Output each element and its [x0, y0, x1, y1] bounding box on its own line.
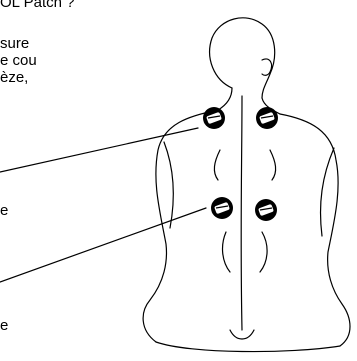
- ear-outline: [262, 59, 272, 75]
- callout-line-upper: [0, 128, 198, 172]
- neck-left: [218, 88, 232, 110]
- right-arm-line: [321, 148, 335, 236]
- right-waist: [260, 232, 267, 272]
- round-patch-icon: [211, 197, 233, 219]
- patch-group: [203, 107, 278, 221]
- round-patch-icon: [203, 107, 225, 129]
- spine-line: [241, 96, 242, 330]
- left-waist: [223, 232, 230, 272]
- callout-line-lower: [0, 208, 206, 282]
- round-patch-icon: [255, 199, 277, 221]
- head-outline: [210, 18, 275, 98]
- round-patch-icon: [256, 107, 278, 129]
- seat-outline: [156, 342, 340, 352]
- right-blade: [270, 150, 276, 180]
- buttock-line: [230, 330, 254, 339]
- left-arm-line: [164, 142, 173, 228]
- back-right-contour: [280, 114, 350, 346]
- left-blade: [214, 150, 220, 180]
